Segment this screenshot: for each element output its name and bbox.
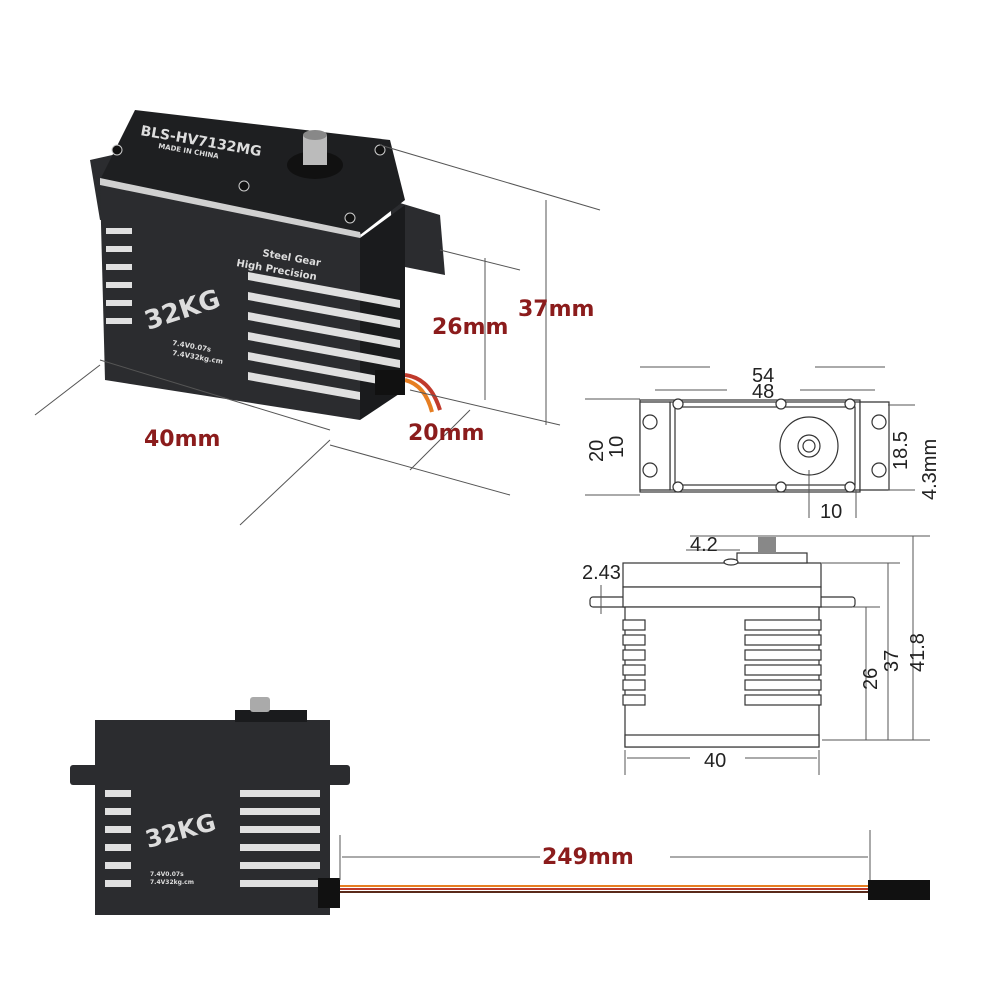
spec-speed-small: 7.4V0.07s [150,871,184,878]
dim-height-37mm: 37mm [518,297,594,322]
dim-18-5: 18.5 [890,431,912,470]
servo-photo-main: BLS-HV7132MG MADE IN CHINA Steel Gear Hi… [90,110,445,420]
dim-10-shaft: 10 [820,501,842,523]
dim-4-3mm: 4.3mm [919,439,941,500]
dim-4-2: 4.2 [690,534,718,556]
dim-2-43: 2.43 [582,562,621,584]
servo-photo-cable: 32KG 7.4V0.07s 7.4V32kg.cm [70,697,930,915]
dim-37: 37 [881,650,903,672]
dim-height-26mm: 26mm [432,315,508,340]
side-view-drawing [589,535,930,775]
dim-40: 40 [704,750,726,772]
dim-length-40mm: 40mm [144,427,220,452]
dim-cable-249mm: 249mm [542,845,634,870]
dim-20: 20 [586,440,608,462]
top-view-drawing [585,366,915,518]
photo-dimension-lines [34,144,601,526]
dim-width-20mm: 20mm [408,421,484,446]
dim-48: 48 [752,381,774,403]
dim-10-slot: 10 [606,436,628,458]
spec-torque-small: 7.4V32kg.cm [150,879,194,886]
dim-26: 26 [860,668,882,690]
dim-41-8: 41.8 [907,633,929,672]
dim-54: 54 [752,365,774,387]
